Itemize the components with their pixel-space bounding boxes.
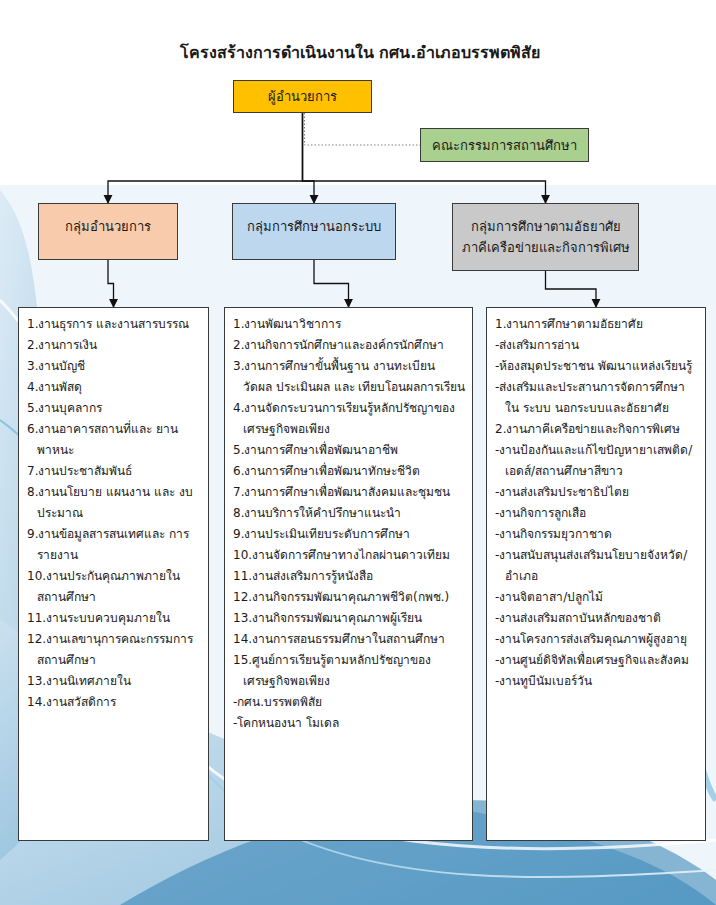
task-item: 8.งานนโยบาย แผนงาน และ งบประมาณ [27,482,202,524]
task-item: 9.งานประเมินเทียบระดับการศึกษา [233,524,466,545]
box-label: คณะกรรมการสถานศึกษา [427,135,582,156]
task-item: 9.งานข้อมูลสารสนเทศและ การรายงาน [27,524,202,566]
box-label: กลุ่มการศึกษานอกระบบ [239,216,389,237]
dotted-link [305,113,421,145]
task-item: 15.ศูนย์การเรียนรู้ตามหลักปรัชญาของ เศรษ… [233,650,466,692]
group-box: กลุ่มการศึกษานอกระบบ [232,203,396,260]
diagram-title: โครงสร้างการดำเนินงานใน กศน.อำเภอบรรพตพิ… [100,40,620,65]
task-item: 10.งานจัดการศึกษาทางไกลผ่านดาวเทียม [233,545,466,566]
task-item: 4.งานพัสดุ [27,377,202,398]
group-box: กลุ่มการศึกษาตามอัธยาศัย ภาคีเครือข่ายแล… [452,203,639,271]
task-item: -ส่งเสริมและประสานการจัดการศึกษาใน ระบบ … [495,377,699,419]
task-item: 12.งานเลขานุการคณะกรรมการ สถานศึกษา [27,629,202,671]
org-connector [314,260,349,307]
task-item: -งานกิจกรรมยุวกาชาด [495,524,699,545]
task-item: -งานส่งเสริมสถาบันหลักของชาติ [495,608,699,629]
task-item: -งานป้องกันและแก้ไขปัญหายาเสพติด/ เอดส์/… [495,440,699,482]
task-item: 11.งานระบบควบคุมภายใน [27,608,202,629]
task-item: 2.งานการเงิน [27,335,202,356]
task-item: 1.งานพัฒนาวิชาการ [233,314,466,335]
task-item: 2.งานกิจการนักศึกษาและองค์กรนักศึกษา [233,335,466,356]
task-item: 5.งานการศึกษาเพื่อพัฒนาอาชีพ [233,440,466,461]
task-item: 13.งานกิจกรรมพัฒนาคุณภาพผู้เรียน [233,608,466,629]
task-item: -งานกิจการลูกเสือ [495,503,699,524]
task-item: 8.งานบริการให้คำปรึกษาแนะนำ [233,503,466,524]
task-item: -งานจิตอาสา/ปลูกไม้ [495,587,699,608]
task-item: -กศน.บรรพตพิสัย [233,692,466,713]
task-item: 14.งานสวัสดิการ [27,692,202,713]
task-item: -งานสนับสนุนส่งเสริมนโยบายจังหวัด/ อำเภอ [495,545,699,587]
task-item: 5.งานบุคลากร [27,398,202,419]
committee-box: คณะกรรมการสถานศึกษา [420,128,589,162]
task-item: 1.งานการศึกษาตามอัธยาศัย [495,314,699,335]
task-item: -งานโครงการส่งเสริมคุณภาพผู้สูงอายุ [495,629,699,650]
task-item: 1.งานธุรการ และงานสารบรรณ [27,314,202,335]
task-item: 6.งานอาคารสถานที่และ ยานพาหนะ [27,419,202,461]
org-connector [108,113,303,203]
task-item: -ส่งเสริมการอ่าน [495,335,699,356]
task-item: 11.งานส่งเสริมการรู้หนังสือ [233,566,466,587]
task-item: 7.งานประชาสัมพันธ์ [27,461,202,482]
org-connector [546,271,597,307]
task-list-box: 1.งานพัฒนาวิชาการ2.งานกิจการนักศึกษาและอ… [224,307,473,841]
task-item: 2.งานภาคีเครือข่ายและกิจการพิเศษ [495,419,699,440]
task-list-box: 1.งานการศึกษาตามอัธยาศัย-ส่งเสริมการอ่าน… [486,307,706,841]
task-item: 6.งานการศึกษาเพื่อพัฒนาทักษะชีวิต [233,461,466,482]
swirl-line [0,300,716,849]
task-item: 10.งานประกันคุณภาพภายใน สถานศึกษา [27,566,202,608]
task-item: -งานศูนย์ดิจิทัลเพื่อเศรษฐกิจและสังคม [495,650,699,671]
org-connector [303,113,315,203]
task-item: -ห้องสมุดประชาชน พัฒนาแหล่งเรียนรู้ [495,356,699,377]
task-item: 3.งานบัญชี [27,356,202,377]
task-item: -งานทูบีนัมเบอร์วัน [495,671,699,692]
director-box: ผู้อำนวยการ [233,80,372,113]
box-label: กลุ่มอำนวยการ [45,216,171,237]
task-item: 13.งานนิเทศภายใน [27,671,202,692]
task-item: -งานส่งเสริมประชาธิปไตย [495,482,699,503]
task-item: 12.งานกิจกรรมพัฒนาคุณภาพชีวิต(กพช.) [233,587,466,608]
swirl-band [0,185,716,905]
task-item: 3.งานการศึกษาขั้นพื้นฐาน งานทะเบียน วัดผ… [233,356,466,398]
org-connector [108,260,114,307]
task-item: -โคกหนองนา โมเดล [233,713,466,734]
task-item: 4.งานจัดกระบวนการเรียนรู้หลักปรัชญาของ เ… [233,398,466,440]
box-label: กลุ่มการศึกษาตามอัธยาศัย ภาคีเครือข่ายแล… [459,216,632,258]
task-list-box: 1.งานธุรการ และงานสารบรรณ2.งานการเงิน3.ง… [18,307,209,841]
task-item: 7.งานการศึกษาเพื่อพัฒนาสังคมและชุมชน [233,482,466,503]
group-box: กลุ่มอำนวยการ [38,203,178,260]
box-label: ผู้อำนวยการ [240,86,365,107]
task-item: 14.งานการสอนธรรมศึกษาในสถานศึกษา [233,629,466,650]
